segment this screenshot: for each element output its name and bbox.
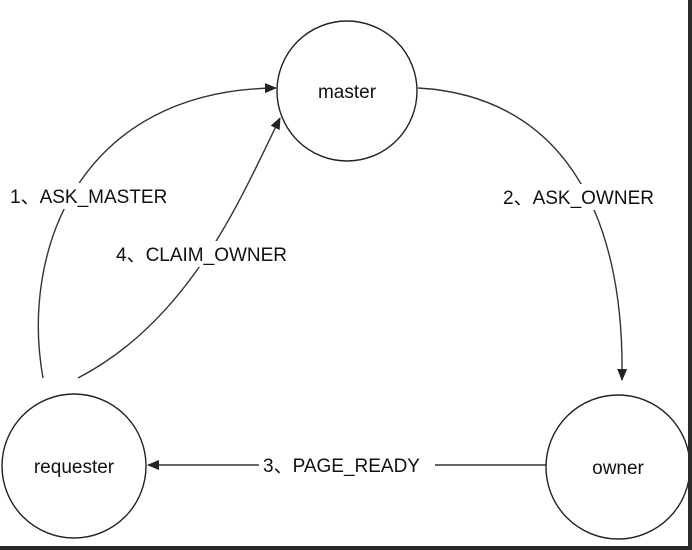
node-owner: owner — [545, 394, 691, 540]
node-requester-label: requester — [34, 457, 115, 478]
edge-label-claim-owner-group: 4、CLAIM_OWNER — [112, 241, 312, 267]
node-master: master — [276, 20, 418, 162]
frame-bottom-border — [0, 546, 692, 550]
frame-right-border — [688, 0, 692, 550]
edge-label-page-ready-group: 3、PAGE_READY — [259, 452, 435, 478]
edge-ask-owner — [417, 87, 628, 381]
edge-label-ask-owner: 2、ASK_OWNER — [503, 188, 654, 209]
edge-label-claim-owner: 4、CLAIM_OWNER — [116, 245, 287, 266]
node-owner-label: owner — [592, 458, 644, 479]
edge-label-ask-owner-group: 2、ASK_OWNER — [499, 184, 675, 210]
edge-label-ask-master-group: 1、ASK_MASTER — [6, 183, 178, 209]
edge-label-ask-master: 1、ASK_MASTER — [10, 187, 167, 208]
node-requester: requester — [1, 393, 147, 539]
node-master-label: master — [318, 82, 377, 103]
edge-label-page-ready: 3、PAGE_READY — [263, 456, 420, 477]
edge-ask-master — [37, 83, 277, 379]
